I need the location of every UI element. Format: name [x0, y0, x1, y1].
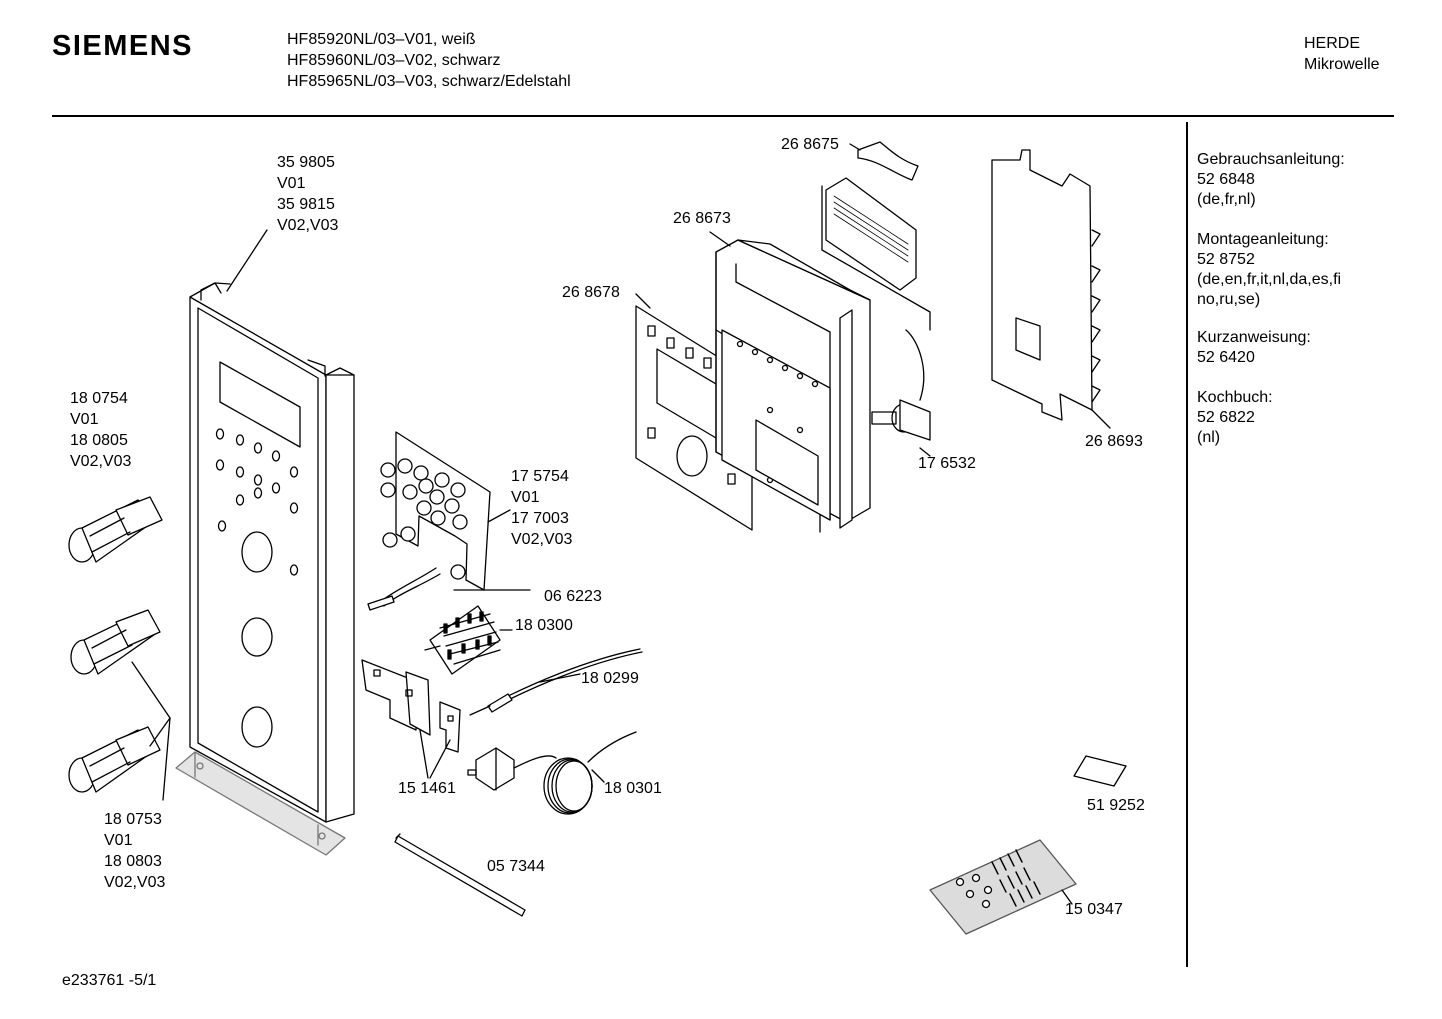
part-label-180300: 18 0300: [515, 617, 573, 634]
part-label-180803: 18 0803: [104, 853, 162, 870]
part-variant-label: V02,V03: [104, 874, 166, 891]
selector-switch: [425, 606, 512, 674]
part-label-268673: 26 8673: [673, 210, 731, 227]
control-knob: [71, 610, 170, 718]
part-label-519252: 51 9252: [1087, 797, 1145, 814]
button-circuit-board: [368, 432, 530, 610]
capillary-thermostat: [468, 732, 636, 814]
doc-title: Kochbuch:: [1197, 389, 1273, 406]
part-variant-label: V01: [104, 832, 133, 849]
category-label: HERDE: [1304, 35, 1361, 52]
doc-number: 52 6848: [1197, 171, 1255, 188]
siemens-logo: SIEMENS: [52, 30, 194, 62]
part-label-176532: 17 6532: [918, 455, 976, 472]
screw-bag: [930, 840, 1076, 934]
doc-title: Montageanleitung:: [1197, 231, 1329, 248]
model-line-2: HF85960NL/03–V02, schwarz: [287, 52, 501, 69]
part-label-175754: 17 5754: [511, 468, 569, 485]
shield-plate: [992, 150, 1110, 428]
part-label-180754: 18 0754: [70, 390, 128, 407]
doc-installation-manual: Montageanleitung: 52 8752 (de,en,fr,it,n…: [1197, 230, 1341, 310]
product-label: Mikrowelle: [1304, 56, 1380, 73]
temperature-sensor: [470, 649, 642, 715]
part-label-180299: 18 0299: [581, 670, 639, 687]
connector-module: [822, 142, 930, 400]
doc-user-manual: Gebrauchsanleitung: 52 6848 (de,fr,nl): [1197, 150, 1345, 210]
part-label-151461: 15 1461: [398, 780, 456, 797]
doc-quick-guide: Kurzanweisung: 52 6420: [1197, 328, 1311, 368]
part-label-180753: 18 0753: [104, 811, 162, 828]
doc-cookbook: Kochbuch: 52 6822 (nl): [1197, 388, 1273, 448]
doc-languages: (de,en,fr,it,nl,da,es,fi: [1197, 271, 1342, 288]
part-label-359815: 35 9815: [277, 196, 335, 213]
part-label-057344: 05 7344: [487, 858, 545, 875]
part-label-177003: 17 7003: [511, 510, 569, 527]
part-label-150347: 15 0347: [1065, 901, 1123, 918]
part-label-268678: 26 8678: [562, 284, 620, 301]
part-variant-label: V02,V03: [511, 531, 573, 548]
part-variant-label: V01: [511, 489, 540, 506]
doc-number: 52 6822: [1197, 409, 1255, 426]
part-label-066223: 06 6223: [544, 588, 602, 605]
part-variant-label: V02,V03: [277, 217, 339, 234]
doc-languages: no,ru,se): [1197, 291, 1261, 308]
doc-title: Gebrauchsanleitung:: [1197, 151, 1345, 168]
rod: [395, 834, 525, 916]
model-line-3: HF85965NL/03–V03, schwarz/Edelstahl: [287, 73, 571, 90]
part-label-359805: 35 9805: [277, 154, 335, 171]
sidebar-divider: [1186, 122, 1188, 967]
doc-number: 52 6420: [1197, 349, 1255, 366]
doc-title: Kurzanweisung:: [1197, 329, 1311, 346]
type-label: [1074, 756, 1126, 786]
control-panel-frame: [176, 230, 354, 855]
control-knob: [69, 718, 170, 800]
part-variant-label: V02,V03: [70, 453, 132, 470]
part-label-268675: 26 8675: [781, 136, 839, 153]
doc-number: 52 8752: [1197, 251, 1255, 268]
rotary-encoder: [872, 400, 930, 456]
mounting-bracket: [362, 660, 460, 778]
model-line-1: HF85920NL/03–V01, weiß: [287, 31, 476, 48]
doc-languages: (nl): [1197, 429, 1221, 446]
part-variant-label: V01: [70, 411, 99, 428]
doc-languages: (de,fr,nl): [1197, 191, 1256, 208]
header-divider: [52, 115, 1394, 117]
drawing-id: e233761 -5/1: [62, 972, 157, 989]
part-variant-label: V01: [277, 175, 306, 192]
part-label-180301: 18 0301: [604, 780, 662, 797]
pcb-housing: [710, 232, 870, 532]
part-label-268693: 26 8693: [1085, 433, 1143, 450]
control-knob: [69, 497, 162, 562]
part-label-180805: 18 0805: [70, 432, 128, 449]
